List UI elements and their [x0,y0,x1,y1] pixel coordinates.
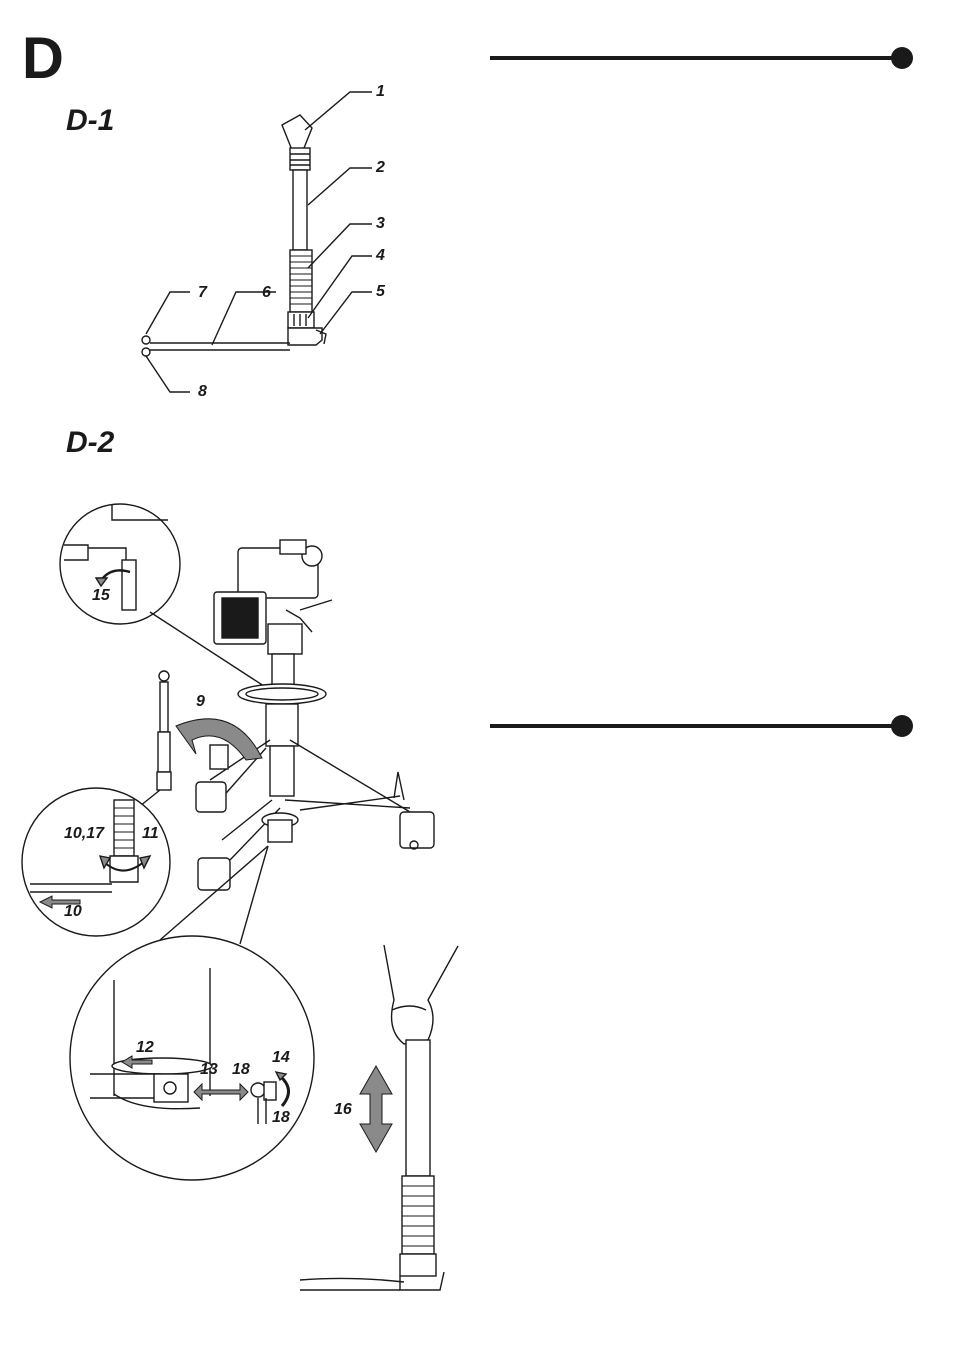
callout-d2: 15 [92,588,110,604]
callout-d2: 11 [142,826,159,842]
callout-d2: 13 [200,1062,218,1078]
callout-d2: 14 [272,1050,290,1066]
callout-d2: 10 [64,904,82,920]
callout-d2: 18 [272,1110,290,1126]
callout-d2: 12 [136,1040,154,1056]
callout-d2: 9 [196,694,205,710]
callout-d2: 18 [232,1062,250,1078]
callout-d2: 10,17 [64,826,104,842]
callout-d2: 16 [334,1102,352,1118]
